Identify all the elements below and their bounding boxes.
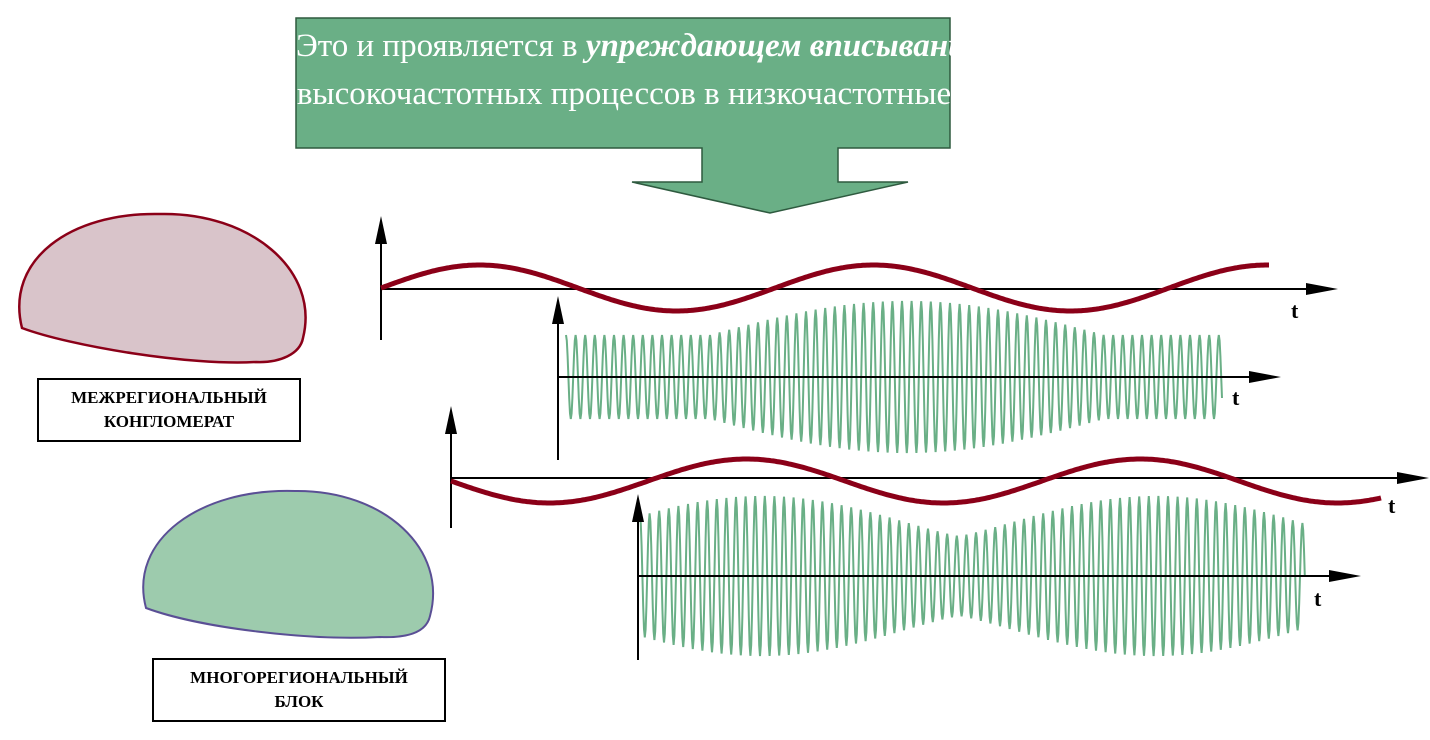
conglomerate-caption-line-2: КОНГЛОМЕРАТ: [103, 412, 235, 431]
conglomerate-fast-t-label: t: [1232, 385, 1240, 410]
bloc-slow-wave: [450, 456, 1382, 506]
conglomerate-slow-wave-chart: t: [375, 216, 1338, 340]
conglomerate-fast-y-arrowhead: [552, 296, 564, 324]
bloc-slow-t-label: t: [1388, 493, 1396, 518]
conglomerate-fast-wave-chart: t: [552, 296, 1281, 460]
conglomerate-fast-x-arrowhead: [1249, 371, 1281, 383]
conglomerate-caption: МЕЖРЕГИОНАЛЬНЫЙ КОНГЛОМЕРАТ: [37, 378, 301, 442]
conglomerate-caption-line-1: МЕЖРЕГИОНАЛЬНЫЙ: [71, 388, 267, 407]
callout-line-1-prefix: Это и проявляется в: [296, 28, 586, 64]
conglomerate-slow-x-arrowhead: [1306, 283, 1338, 295]
bloc-fast-wave: [639, 495, 1306, 657]
bloc-fast-t-label: t: [1314, 586, 1322, 611]
bloc-caption-line-1: МНОГОРЕГИОНАЛЬНЫЙ: [190, 668, 408, 687]
conglomerate-dome: [18, 212, 307, 364]
bloc-slow-x-arrowhead: [1397, 472, 1429, 484]
bloc-fast-x-arrowhead: [1329, 570, 1361, 582]
bloc-slow-wave-chart: t: [445, 406, 1429, 528]
callout-line-1: Это и проявляется в упреждающем вписыван…: [296, 22, 985, 70]
conglomerate-slow-t-label: t: [1291, 298, 1299, 323]
callout-line-1-emphasis: упреждающем вписывании: [585, 28, 985, 64]
conglomerate-slow-y-arrowhead: [375, 216, 387, 244]
bloc-fast-wave-chart: t: [632, 494, 1361, 660]
conglomerate-fast-wave: [565, 300, 1223, 454]
bloc-slow-y-arrowhead: [445, 406, 457, 434]
bloc-caption-line-2: БЛОК: [274, 692, 324, 711]
conglomerate-slow-wave: [380, 262, 1269, 314]
bloc-fast-y-arrowhead: [632, 494, 644, 522]
callout-line-2: высокочастотных процессов в низкочастотн…: [296, 76, 952, 112]
callout-text: Это и проявляется в упреждающем вписыван…: [296, 22, 985, 118]
callout-arrow: [295, 17, 951, 214]
bloc-dome: [142, 489, 435, 639]
bloc-caption: МНОГОРЕГИОНАЛЬНЫЙ БЛОК: [152, 658, 446, 722]
